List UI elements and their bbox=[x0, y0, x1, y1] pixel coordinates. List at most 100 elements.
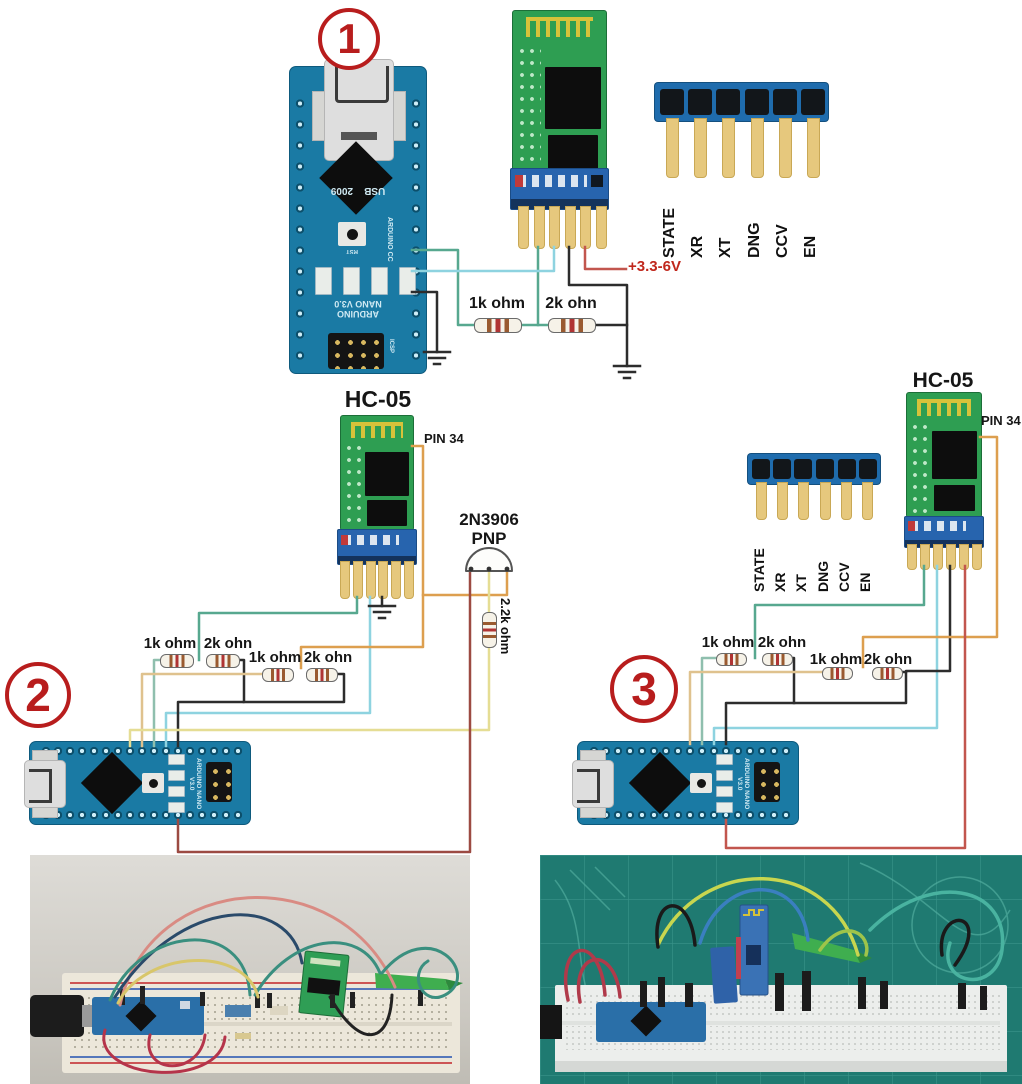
arduino-nano-board-3: ARDUINO NANO V3.0 bbox=[572, 742, 798, 824]
mini-usb-connector bbox=[24, 760, 66, 808]
hc05-2-pin-4 bbox=[378, 561, 388, 599]
d3-pin34-label: PIN 34 bbox=[981, 413, 1021, 428]
smd-pads bbox=[344, 442, 362, 528]
hc05-3-pin-4 bbox=[946, 544, 956, 570]
header-socket bbox=[838, 459, 856, 479]
header-socket bbox=[859, 459, 877, 479]
smd-row bbox=[518, 175, 587, 187]
photo-wire-yellow bbox=[116, 959, 260, 1005]
transistor-collector-dot bbox=[486, 566, 492, 572]
photo-wire-black-left bbox=[655, 904, 697, 949]
alligator-clip-tip bbox=[445, 979, 463, 990]
d2-resistor-2k-b bbox=[306, 668, 338, 682]
small-board bbox=[225, 1005, 251, 1017]
hc05-photo-module bbox=[298, 950, 350, 1018]
header-2-pin bbox=[862, 482, 873, 520]
breadboard-edge bbox=[555, 1061, 1007, 1072]
header-1-label-vcc: CCV bbox=[774, 224, 791, 258]
photo-wire-teal-2 bbox=[253, 941, 382, 997]
hc05-module-2-pcb bbox=[340, 415, 414, 531]
photo-wire-crimson-1 bbox=[563, 948, 607, 1002]
center-groove bbox=[562, 1021, 1000, 1025]
diagram-1-badge: 1 bbox=[318, 8, 380, 70]
front-module bbox=[710, 946, 738, 1004]
d2-hc05-title: HC-05 bbox=[344, 386, 412, 412]
led-red bbox=[908, 521, 915, 531]
d3-resistor-3-label: 1k ohm bbox=[809, 651, 863, 668]
hc05-photo-antenna bbox=[310, 957, 341, 967]
photo-wire-blue bbox=[698, 888, 810, 945]
reset-button-cap bbox=[148, 778, 158, 788]
hc05-photo-chip bbox=[746, 945, 761, 965]
photo-wire-black bbox=[328, 993, 394, 1037]
hc05-photo-red-strip bbox=[736, 937, 741, 979]
d3-resistor-2k-b bbox=[872, 667, 903, 680]
header-1-pin bbox=[666, 118, 679, 178]
power-rail-blue bbox=[70, 1056, 452, 1058]
photo-wire-crimson-2 bbox=[576, 957, 622, 1004]
wire-d2-palegreen-to-arduino bbox=[152, 658, 162, 748]
photo-wire-black-right bbox=[939, 918, 971, 967]
breadboard-photo-left bbox=[30, 855, 470, 1084]
reset-button bbox=[142, 773, 164, 793]
bluetooth-chip bbox=[545, 67, 601, 129]
hc05-2-pin-6 bbox=[404, 561, 414, 599]
d3-resistor-1k-b bbox=[822, 667, 853, 680]
power-rail-blue bbox=[70, 988, 452, 990]
header-1-pin bbox=[751, 118, 764, 178]
transistor-base-dot bbox=[504, 566, 510, 572]
bluetooth-antenna-trace bbox=[526, 17, 593, 37]
ground-symbol-d1-right bbox=[612, 364, 642, 380]
pin-header-graphic-1 bbox=[655, 83, 828, 121]
smd-component bbox=[716, 754, 733, 765]
reset-button-cap bbox=[346, 228, 358, 240]
hc05-1-pin-2 bbox=[534, 206, 545, 249]
header-2-label-vcc: CCV bbox=[836, 562, 852, 592]
d2-resistor-2k2-label: 2.2k ohm bbox=[498, 598, 513, 655]
usb-slot bbox=[335, 66, 389, 103]
d2-transistor-part-label: 2N3906 bbox=[459, 510, 519, 529]
bluetooth-chip bbox=[365, 452, 409, 496]
d2-resistor-2k-a bbox=[206, 654, 240, 668]
wire-d1-red-vcc bbox=[583, 245, 628, 271]
d2-transistor-type-label: PNP bbox=[471, 529, 507, 548]
led-red bbox=[341, 535, 348, 545]
header-socket bbox=[688, 89, 712, 115]
wire-d3-palegreen-to-arduino bbox=[700, 656, 718, 746]
pin-holes-bottom bbox=[40, 809, 244, 821]
resistor-photo bbox=[235, 1033, 251, 1039]
hc05-photo-chip bbox=[307, 977, 341, 996]
smd-component bbox=[716, 802, 733, 813]
usb-plug bbox=[82, 1005, 94, 1027]
led-red bbox=[515, 175, 523, 187]
header-socket bbox=[752, 459, 770, 479]
photo-wire-teal-loop bbox=[868, 890, 1005, 982]
power-rail-red bbox=[70, 1062, 452, 1064]
ground-symbol-d2 bbox=[367, 604, 397, 620]
ground-symbol-d1-left bbox=[422, 350, 452, 366]
header-socket bbox=[816, 459, 834, 479]
photo-wire-yellow-green bbox=[656, 877, 860, 957]
smd-component bbox=[716, 770, 733, 781]
header-2-label-rx: XR bbox=[772, 572, 788, 592]
header-1-label-gnd: DNG bbox=[746, 222, 763, 258]
wire-d1-cyan-rx bbox=[410, 245, 556, 273]
small-component bbox=[270, 1006, 288, 1015]
header-2-pin bbox=[798, 482, 809, 520]
header-socket bbox=[773, 89, 797, 115]
header-1-pin bbox=[694, 118, 707, 178]
mcu-chip bbox=[628, 751, 692, 815]
pin-holes-left bbox=[294, 93, 306, 366]
d2-resistor-2k2 bbox=[482, 612, 497, 648]
flash-chip bbox=[548, 135, 598, 169]
hc05-1-pin-1 bbox=[518, 206, 529, 249]
reset-button bbox=[690, 773, 712, 793]
header-1-label-tx: XT bbox=[717, 237, 734, 258]
hc05-1-pin-4 bbox=[565, 206, 576, 249]
header-1-pin bbox=[807, 118, 820, 178]
flash-chip bbox=[367, 500, 407, 526]
d3-resistor-2k-a bbox=[762, 653, 793, 666]
smd-component bbox=[716, 786, 733, 797]
hc05-2-pin-2 bbox=[353, 561, 363, 599]
usb-slot bbox=[577, 769, 600, 803]
